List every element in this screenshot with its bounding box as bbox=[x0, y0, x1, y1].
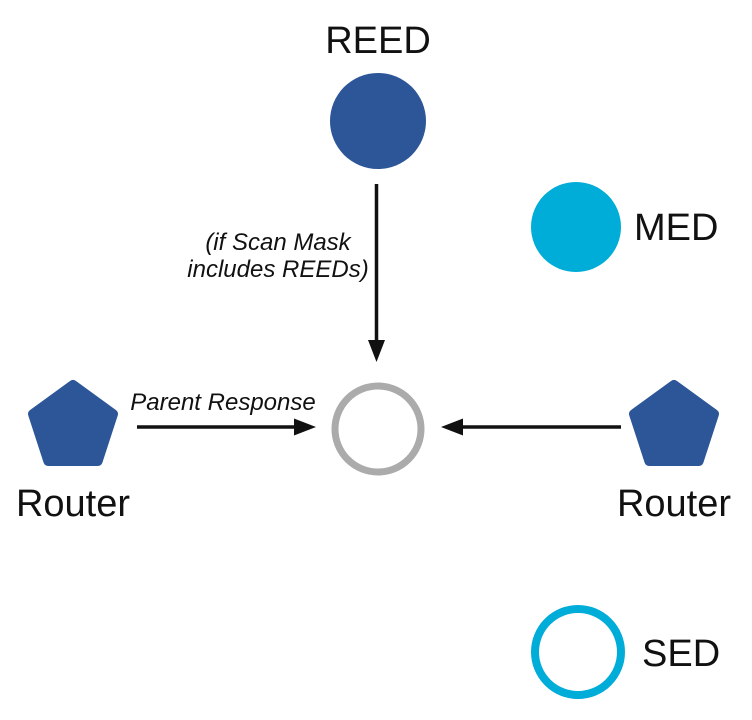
center-target-node bbox=[331, 382, 425, 476]
sed-label: SED bbox=[642, 633, 720, 675]
arrow-reed-to-center bbox=[368, 184, 385, 362]
router-right-node bbox=[629, 380, 719, 466]
reed-label: REED bbox=[325, 20, 431, 62]
med-node bbox=[531, 182, 621, 272]
arrow-router-left-to-center bbox=[137, 418, 316, 436]
arrow-router-right-to-center bbox=[441, 418, 621, 436]
router-left-node bbox=[28, 380, 118, 466]
router-left-label: Router bbox=[16, 483, 130, 525]
arrow-router-left-head bbox=[294, 418, 316, 436]
scan-mask-annotation-line1: (if Scan Mask bbox=[205, 229, 352, 256]
arrow-reed-head bbox=[368, 340, 385, 362]
reed-node bbox=[330, 73, 426, 169]
router-right-label: Router bbox=[617, 483, 731, 525]
arrow-router-right-head bbox=[441, 418, 463, 436]
scan-mask-annotation-line2: includes REEDs) bbox=[187, 256, 368, 283]
sed-node bbox=[531, 605, 625, 699]
med-label: MED bbox=[634, 207, 718, 249]
parent-response-annotation: Parent Response bbox=[130, 389, 315, 416]
